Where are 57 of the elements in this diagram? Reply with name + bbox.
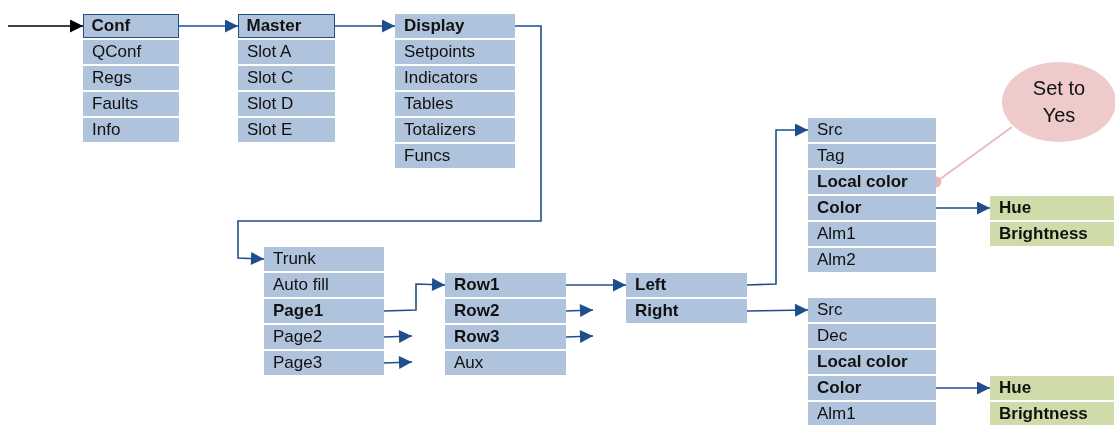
menu-item: Color [808, 196, 936, 220]
menu-item: Dec [808, 324, 936, 348]
menu-item: Slot E [238, 118, 335, 142]
menu-item: Page2 [264, 325, 384, 349]
arrow [935, 381, 991, 395]
menu-item: Faults [83, 92, 179, 116]
menu-item: Page3 [264, 351, 384, 375]
menu-item: Indicators [395, 66, 515, 90]
arrow [565, 304, 594, 317]
arrow [935, 201, 991, 215]
menu-item: Setpoints [395, 40, 515, 64]
arrow [383, 278, 446, 312]
menu-item: Brightness [990, 402, 1114, 425]
menu-item: Local color [808, 350, 936, 374]
menu-item: Hue [990, 376, 1114, 400]
menu-item: Brightness [990, 222, 1114, 246]
menu-item: Trunk [264, 247, 384, 271]
arrow [565, 330, 594, 343]
arrow [746, 303, 809, 317]
menu-item: Alm1 [808, 402, 936, 425]
menu-item: Alm1 [808, 222, 936, 246]
menu-item: Auto fill [264, 273, 384, 297]
menu-item: Page1 [264, 299, 384, 323]
menu-item: Src [808, 298, 936, 322]
arrow [383, 329, 413, 343]
menu-item: Local color [808, 170, 936, 194]
arrow [178, 19, 239, 33]
menu-item: Row2 [445, 299, 566, 323]
menu-item: Slot D [238, 92, 335, 116]
menu-item: Aux [445, 351, 566, 375]
menu-item: Src [808, 118, 936, 142]
arrow [565, 278, 627, 292]
arrow [746, 123, 809, 286]
menu-item: Row1 [445, 273, 566, 297]
menu-item: Totalizers [395, 118, 515, 142]
arrow [237, 25, 542, 265]
menu-item: Master [238, 14, 335, 38]
menu-item: Display [395, 14, 515, 38]
callout-bubble: Set to Yes [1002, 62, 1115, 142]
arrow [334, 19, 396, 33]
menu-item: Funcs [395, 144, 515, 168]
menu-item: Conf [83, 14, 179, 38]
menu-item: Tables [395, 92, 515, 116]
menu-item: Slot C [238, 66, 335, 90]
menu-item: Right [626, 299, 747, 323]
menu-item: Alm2 [808, 248, 936, 272]
menu-item: Color [808, 376, 936, 400]
menu-item: Slot A [238, 40, 335, 64]
menu-item: QConf [83, 40, 179, 64]
menu-item: Row3 [445, 325, 566, 349]
arrow [7, 19, 84, 33]
menu-item: Left [626, 273, 747, 297]
menu-item: Regs [83, 66, 179, 90]
menu-item: Info [83, 118, 179, 142]
menu-item: Hue [990, 196, 1114, 220]
arrow [383, 355, 413, 369]
menu-item: Tag [808, 144, 936, 168]
